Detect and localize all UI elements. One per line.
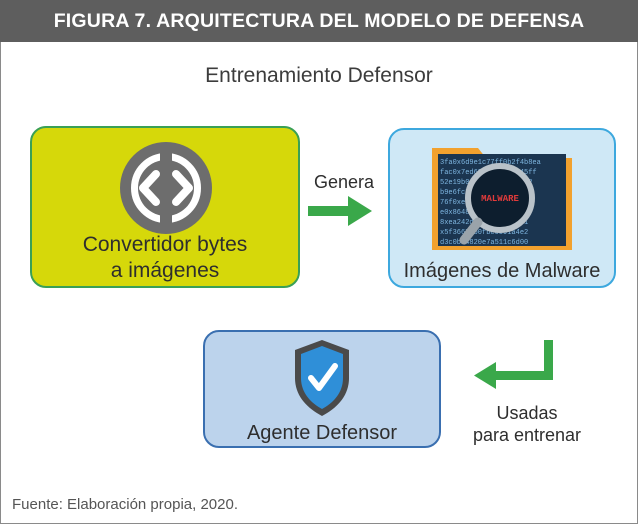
svg-text:3fa0x6d9e1c77ff0b2f4b8ea: 3fa0x6d9e1c77ff0b2f4b8ea (440, 159, 541, 167)
converter-label: Convertidor bytes a imágenes (32, 232, 298, 284)
genera-arrow (308, 196, 372, 226)
converter-label-line2: a imágenes (110, 259, 220, 282)
svg-text:x5f3667fb0fbe0c91a4e2: x5f3667fb0fbe0c91a4e2 (440, 229, 528, 237)
shield-check-icon (295, 340, 349, 416)
figure-title: FIGURA 7. ARQUITECTURA DEL MODELO DE DEF… (0, 0, 638, 42)
agent-defender-label: Agente Defensor (246, 422, 398, 444)
magnifier-text: MALWARE (481, 194, 519, 204)
usadas-label-line1: Usadas (496, 403, 558, 423)
converter-label-line1: Convertidor bytes (82, 233, 248, 256)
converter-node: Convertidor bytes a imágenes (30, 126, 300, 288)
agent-defender-node: Agente Defensor (203, 330, 441, 448)
malware-folder-icon: 3fa0x6d9e1c77ff0b2f4b8ea fac0x7ed69a60b1… (432, 148, 572, 250)
usadas-label: Usadas para entrenar (452, 402, 602, 446)
malware-images-node: 3fa0x6d9e1c77ff0b2f4b8ea fac0x7ed69a60b1… (388, 128, 616, 288)
usadas-arrow (474, 340, 553, 389)
svg-text:d3c0bf4820e7a511c6d00: d3c0bf4820e7a511c6d00 (440, 239, 528, 247)
genera-label: Genera (313, 172, 375, 192)
malware-images-label: Imágenes de Malware (403, 260, 601, 282)
usadas-label-line2: para entrenar (472, 425, 582, 445)
diagram-subtitle: Entrenamiento Defensor (205, 64, 433, 87)
figure-source: Fuente: Elaboración propia, 2020. (12, 496, 238, 513)
code-brackets-icon (120, 142, 212, 234)
